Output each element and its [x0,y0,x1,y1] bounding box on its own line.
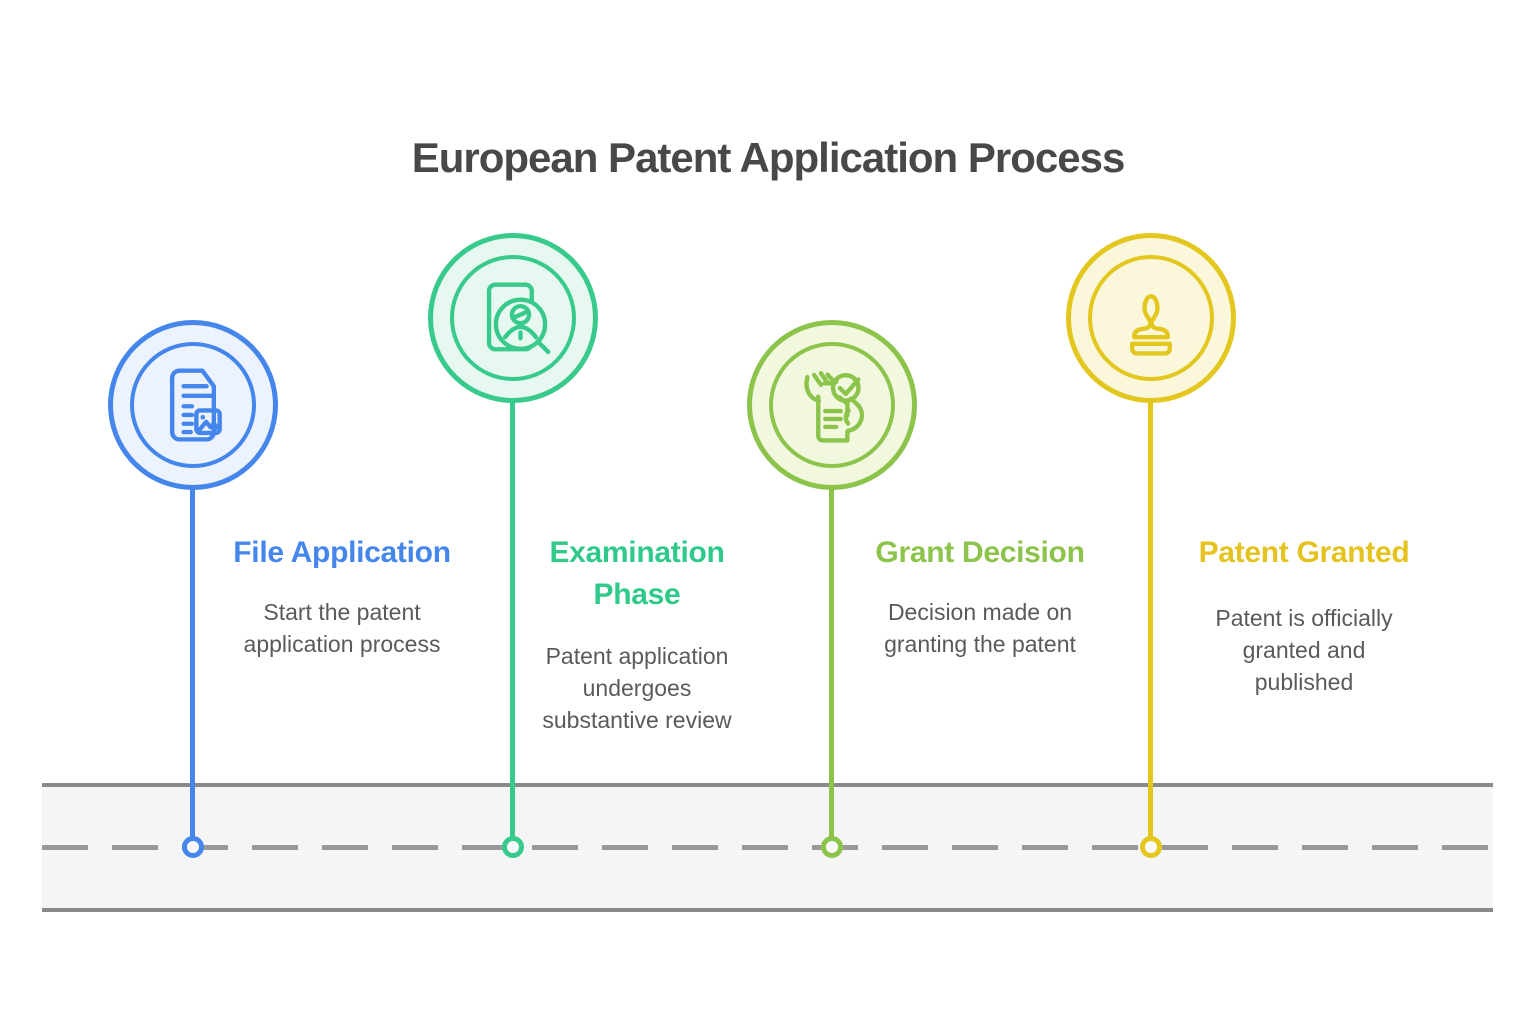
timeline-marker [1140,836,1162,858]
step-text-block: Grant Decision Decision made on granting… [845,532,1115,660]
inner-ring [450,255,576,381]
timeline-marker [182,836,204,858]
step-title: Patent Granted [1198,536,1410,569]
step-text-block: Examination Phase Patent application und… [502,532,772,736]
stamp-icon [1130,294,1172,356]
step-circle [428,233,598,403]
step-description: Decision made on granting the patent [884,599,1076,657]
step-text-block: Patent Granted Patent is officially gran… [1169,532,1439,698]
step-title: File Application [233,536,451,569]
connector-line [510,396,515,847]
magnifier-person-icon [486,282,551,355]
step-description: Patent application undergoes substantive… [542,643,732,733]
step-circle [747,320,917,490]
page-title: European Patent Application Process [411,134,1126,181]
step-title: Examination Phase [549,536,725,611]
timeline-marker [821,836,843,858]
hands-check-document-icon [804,371,865,443]
step-title: Grant Decision [875,536,1085,569]
timeline-road [42,783,1493,912]
inner-ring [769,342,895,468]
inner-ring [130,342,256,468]
timeline-marker [502,836,524,858]
document-image-icon [169,368,222,442]
step-circle [108,320,278,490]
step-text-block: File Application Start the patent applic… [207,532,477,660]
connector-line [190,483,195,847]
inner-ring [1088,255,1214,381]
connector-line [829,483,834,847]
step-description: Start the patent application process [243,599,441,657]
road-center-dashes [42,845,1493,850]
connector-line [1148,396,1153,847]
step-circle [1066,233,1236,403]
step-description: Patent is officially granted and publish… [1215,605,1393,695]
